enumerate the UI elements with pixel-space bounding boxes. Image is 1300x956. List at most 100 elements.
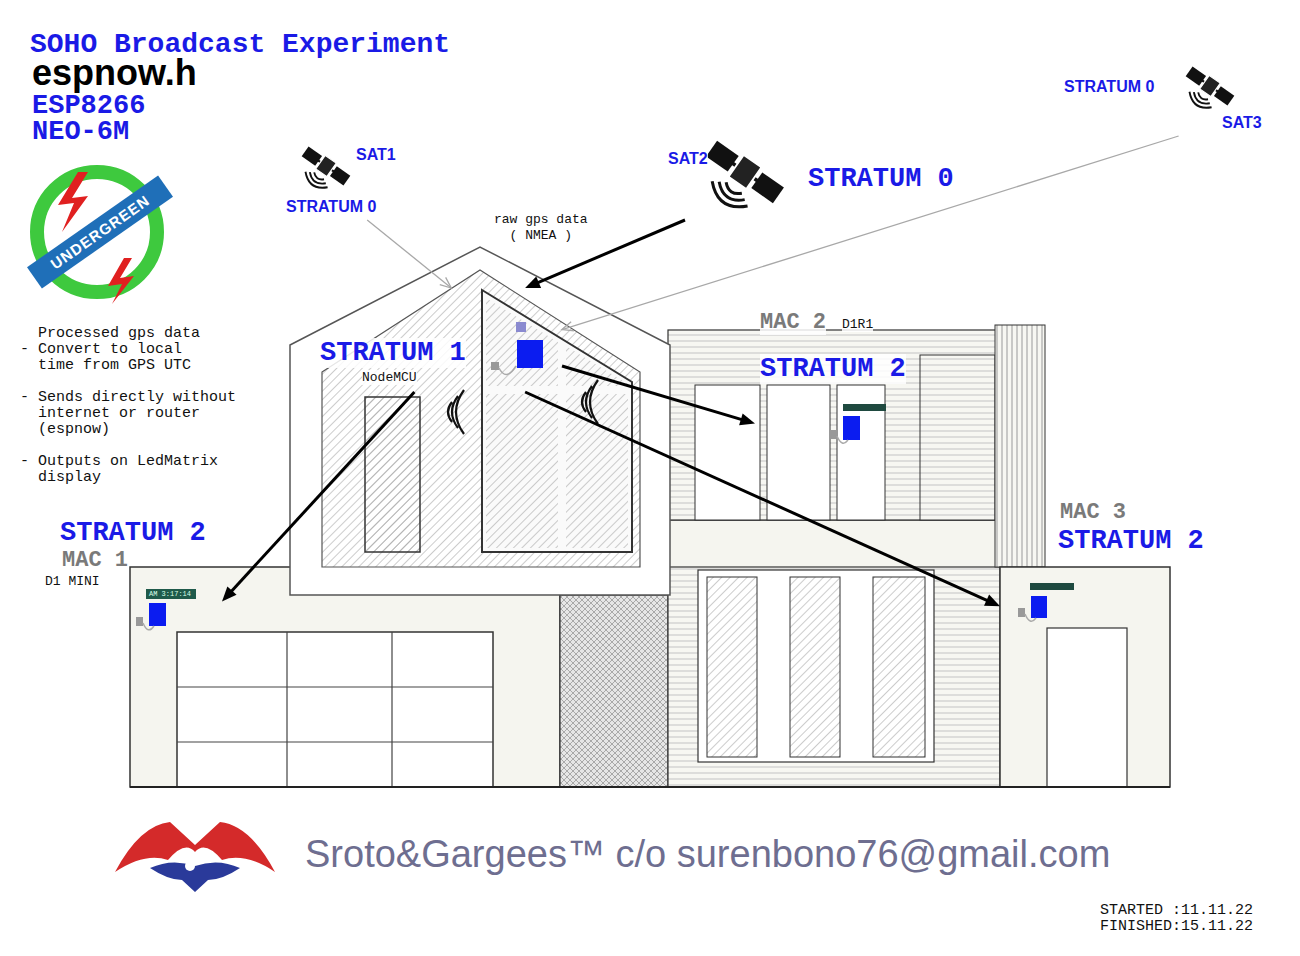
note-text: - Convert to local time from GPS UTC [20, 342, 200, 374]
power-cable [837, 436, 848, 443]
connector-line [525, 392, 989, 601]
power-plug [136, 617, 143, 626]
chip-name: ESP8266 [32, 91, 145, 121]
node-label: D1 MINI [45, 574, 100, 589]
gps-module [516, 322, 526, 332]
glass-pane [486, 394, 558, 548]
glass-pane [566, 394, 628, 548]
connector-line [230, 392, 414, 593]
window-frame [698, 570, 934, 762]
connector-arrow [222, 392, 414, 602]
arrow-head [440, 277, 452, 288]
device-node: MAC 2D1R1STRATUM 2 [755, 308, 920, 444]
satellite-icon [292, 145, 352, 200]
logo-text: UNDERGREEN [47, 192, 152, 273]
led-matrix [1030, 583, 1074, 590]
connector-arrow [562, 136, 1179, 331]
node-label: SAT3 [1222, 114, 1262, 132]
connector-arrow [525, 392, 1000, 606]
device-node: SAT1STRATUM 0 [284, 140, 412, 220]
satellite-body [729, 155, 762, 189]
device-node: STRATUM 1NodeMCU [316, 288, 562, 392]
balcony [668, 520, 1000, 567]
signal-arc [1186, 88, 1215, 113]
node-label: STRATUM 2 [760, 354, 906, 384]
device-node: MAC 3STRATUM 2 [1000, 500, 1215, 625]
node-label: SAT1 [356, 146, 396, 164]
power-cable [143, 623, 154, 630]
note-text: - Sends directly without internet or rou… [20, 390, 245, 438]
node-label: STRATUM 2 [60, 518, 206, 548]
window [837, 385, 885, 520]
led-matrix [843, 404, 886, 411]
garage-wall [1000, 567, 1170, 787]
side-wall [920, 355, 995, 520]
power-plug [491, 362, 499, 370]
power-plug [1018, 608, 1025, 617]
arrow-head [525, 276, 541, 288]
connector-line [367, 220, 451, 288]
device-node: STRATUM 2MAC 1D1 MINI [42, 516, 222, 630]
window [707, 577, 757, 757]
arrow-head [984, 595, 1000, 607]
node-label: STRATUM 2 [1058, 526, 1204, 556]
node-label: STRATUM 0 [286, 198, 376, 216]
satellite-panel [302, 146, 322, 165]
gable-window [482, 290, 632, 552]
window [365, 397, 420, 552]
note-text: Processed gps data [38, 326, 200, 342]
d1-board [1031, 596, 1047, 618]
garage-door [177, 632, 493, 787]
satellite-panel [751, 172, 784, 203]
device-node: SAT2STRATUM 0 [664, 128, 964, 220]
bat-wing [150, 862, 240, 892]
edge-label: raw gps data ( NMEA ) [492, 212, 590, 244]
module-name: NEO-6M [32, 117, 129, 147]
garage-door [1047, 628, 1127, 787]
tall-stripe [995, 325, 1045, 567]
lightning-bolt [58, 172, 88, 232]
glass-pane [486, 298, 558, 386]
power-plug [830, 430, 837, 439]
display-readout: AM 3:17:14 [149, 590, 191, 598]
upper-wall [668, 330, 1000, 520]
signal-arc [706, 175, 752, 215]
gable-wall [322, 270, 640, 567]
node-label: MAC 2 [760, 310, 826, 335]
entry-door [560, 595, 668, 787]
satellite-body [316, 155, 337, 176]
date-note: FINISHED:15.11.22 [1100, 919, 1253, 935]
footer-credit: Sroto&Gargees™ c/o surenbono76@gmail.com [305, 833, 1110, 876]
window [695, 385, 760, 520]
window [767, 385, 830, 520]
connector-line [562, 366, 744, 420]
nodemcu-board [517, 340, 543, 368]
satellite-body [1200, 75, 1221, 96]
ground-line [130, 786, 1170, 788]
garage-wall [130, 567, 560, 787]
window [873, 577, 925, 757]
led-matrix [146, 589, 196, 599]
signal-arc [302, 168, 331, 193]
connector-arrow [367, 220, 451, 288]
arrow-head [562, 322, 574, 331]
device-node: STRATUM 0SAT3 [1062, 62, 1274, 136]
bat-wing [115, 822, 275, 872]
d1-board [843, 416, 860, 440]
node-label: STRATUM 1 [320, 338, 466, 368]
lower-wall [668, 520, 1000, 787]
satellite-panel [706, 141, 739, 172]
gable-frame [290, 247, 670, 595]
note-text: - Outputs on LedMatrix display [20, 454, 227, 486]
logo-band [27, 175, 173, 288]
bat-moon [185, 861, 195, 871]
node-label: MAC 3 [1060, 500, 1126, 525]
d1-board [149, 603, 166, 626]
satellite-panel [1186, 66, 1206, 85]
satellite-panel [1214, 86, 1234, 105]
node-label: STRATUM 0 [808, 164, 954, 194]
arrow-head [739, 413, 755, 425]
